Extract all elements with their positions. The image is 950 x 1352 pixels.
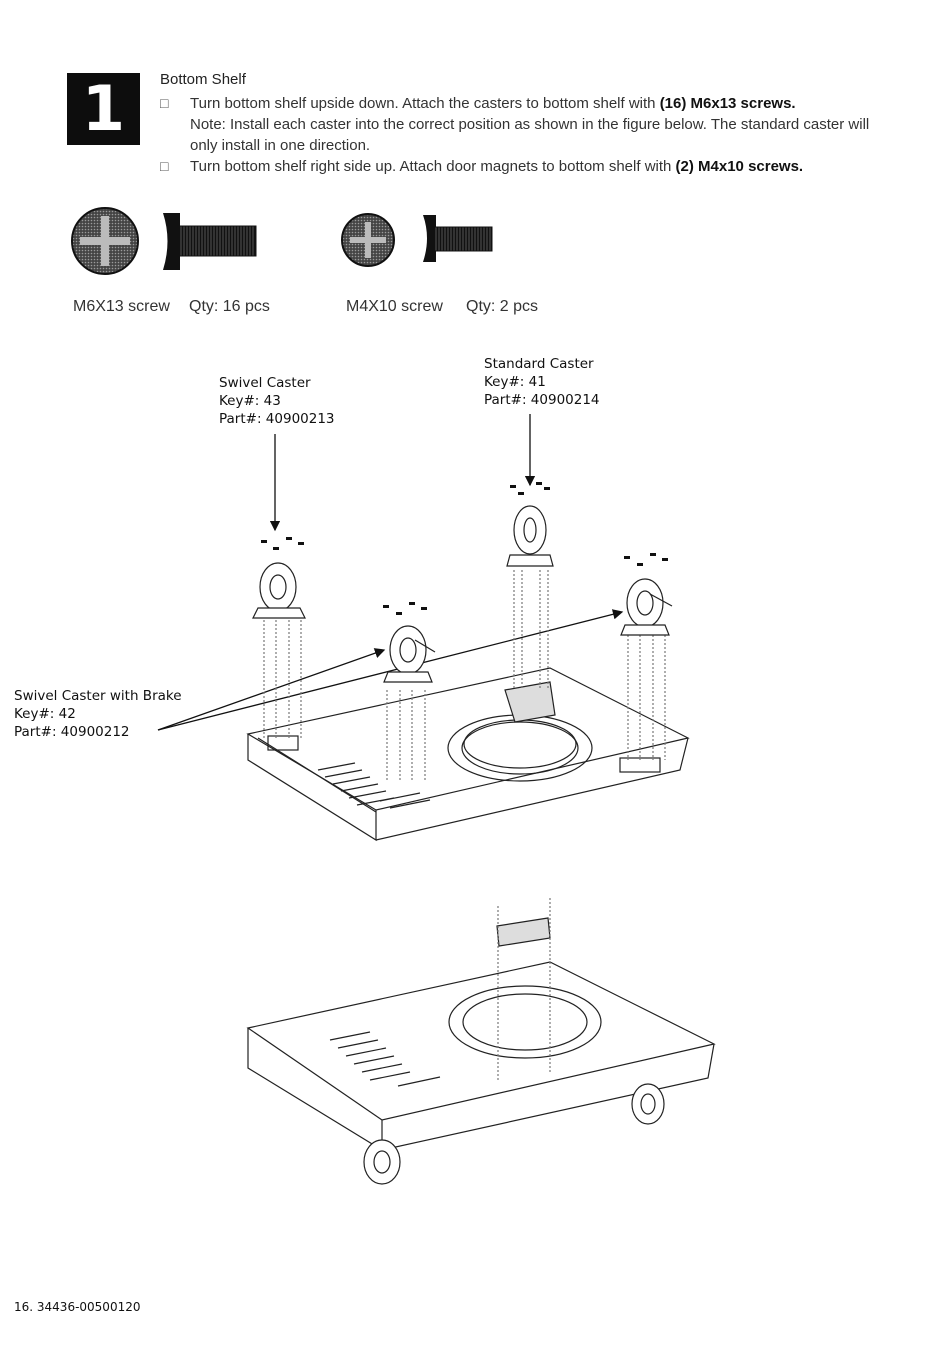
callout-part: Part#: 40900212 — [14, 724, 130, 740]
m4x10-screw-head-icon — [341, 213, 395, 267]
swivel-caster-brake-icon — [383, 625, 436, 683]
instruction-item: □ Turn bottom shelf upside down. Attach … — [160, 93, 880, 156]
bottom-shelf-right-side-up-illustration — [246, 898, 716, 1185]
instruction-text-main: Turn bottom shelf right side up. Attach … — [190, 158, 676, 175]
page-footer: 16. 34436-00500120 — [14, 1300, 141, 1314]
callout-name: Swivel Caster with Brake — [14, 688, 182, 704]
instruction-text: Turn bottom shelf right side up. Attach … — [190, 156, 880, 177]
callout-swivel-caster: Swivel Caster Key#: 43 Part#: 40900213 — [219, 374, 335, 428]
instruction-text: Turn bottom shelf upside down. Attach th… — [190, 93, 880, 156]
callout-swivel-caster-brake: Swivel Caster with Brake Key#: 42 Part#:… — [14, 687, 182, 741]
callout-part: Part#: 40900213 — [219, 411, 335, 427]
hardware-name-m6x13: M6X13 screw — [73, 298, 170, 315]
instruction-list: □ Turn bottom shelf upside down. Attach … — [160, 93, 880, 177]
instruction-note: Note: Install each caster into the corre… — [190, 116, 870, 154]
instruction-item: □ Turn bottom shelf right side up. Attac… — [160, 156, 880, 177]
hardware-qty-m6x13: Qty: 16 pcs — [189, 298, 270, 315]
checkbox-bullet-icon: □ — [160, 158, 169, 174]
swivel-caster-icon — [252, 562, 306, 619]
m6x13-screw-head-icon — [71, 207, 139, 275]
callout-key: Key#: 41 — [484, 374, 546, 390]
callout-standard-caster: Standard Caster Key#: 41 Part#: 40900214 — [484, 355, 600, 409]
hardware-name-m4x10: M4X10 screw — [346, 298, 443, 315]
callout-name: Standard Caster — [484, 356, 594, 372]
standard-caster-icon — [506, 505, 554, 567]
instruction-hardware-qty: (2) M4x10 screws. — [675, 158, 804, 175]
m6x13-screw-side-icon — [163, 213, 257, 270]
callout-part: Part#: 40900214 — [484, 392, 600, 408]
callout-name: Swivel Caster — [219, 375, 311, 391]
step-number-badge: 1 — [67, 73, 140, 145]
instruction-text-main: Turn bottom shelf upside down. Attach th… — [190, 95, 660, 112]
callout-leader-lines — [157, 414, 624, 731]
checkbox-bullet-icon: □ — [160, 95, 169, 111]
instruction-hardware-qty: (16) M6x13 screws. — [659, 95, 796, 112]
hardware-qty-m4x10: Qty: 2 pcs — [466, 298, 539, 315]
swivel-caster-brake-icon — [620, 578, 673, 636]
m4x10-screw-side-icon — [423, 215, 493, 262]
bottom-shelf-upside-down-illustration — [246, 570, 690, 842]
callout-key: Key#: 42 — [14, 706, 76, 722]
caster-screw-icons — [261, 482, 668, 615]
step-title: Bottom Shelf — [160, 71, 246, 88]
callout-key: Key#: 43 — [219, 393, 281, 409]
